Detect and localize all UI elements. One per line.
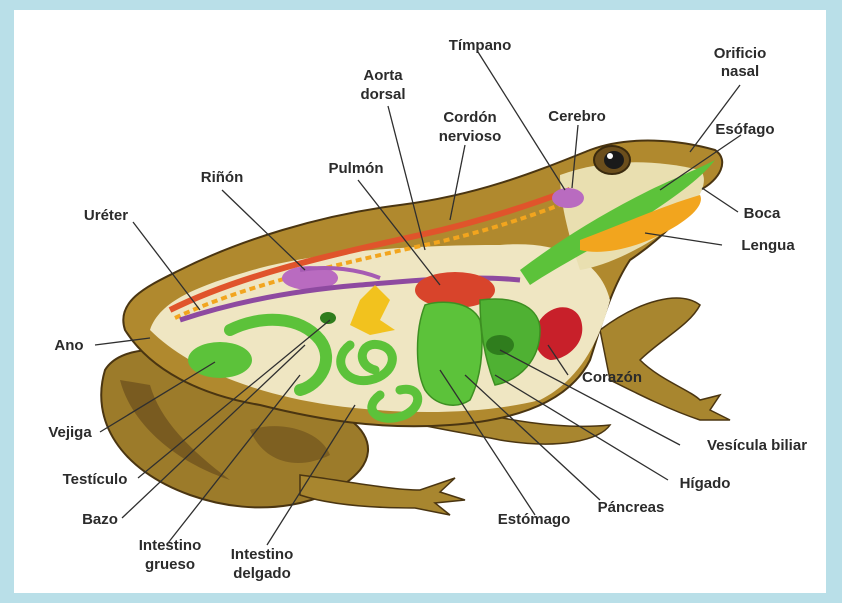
kidney — [282, 266, 338, 290]
hind-leg-spot — [250, 426, 330, 463]
tongue — [580, 195, 701, 252]
label-pancreas: Páncreas — [598, 499, 665, 516]
label-aorta-line2: dorsal — [360, 86, 405, 103]
label-intestino-grueso-line2: grueso — [145, 556, 195, 573]
esophagus — [520, 160, 715, 285]
spleen — [320, 312, 336, 324]
label-higado: Hígado — [680, 475, 731, 492]
label-estomago: Estómago — [498, 511, 571, 528]
label-bazo: Bazo — [82, 511, 118, 528]
label-timpano: Tímpano — [449, 37, 512, 54]
frog-illustration — [100, 139, 731, 516]
gallbladder — [486, 335, 514, 355]
label-intestino-delgado-line1: Intestino — [231, 546, 294, 563]
label-orificio-nasal-line2: nasal — [721, 63, 759, 80]
label-boca: Boca — [744, 205, 781, 222]
heart — [534, 307, 583, 360]
label-orificio-nasal-line1: Orificio — [714, 45, 767, 62]
label-intestino-delgado-line2: delgado — [233, 565, 291, 582]
label-esofago: Esófago — [715, 121, 774, 138]
hind-leg-shading — [120, 380, 230, 480]
hind-foot — [299, 474, 466, 516]
label-vesicula: Vesícula biliar — [707, 437, 807, 454]
label-intestino-grueso-line1: Intestino — [139, 537, 202, 554]
brain — [552, 188, 584, 208]
label-aorta-line1: Aorta — [363, 67, 403, 84]
leader-lines — [94, 51, 742, 546]
label-rinon: Riñón — [201, 169, 244, 186]
label-vejiga: Vejiga — [48, 424, 92, 441]
lung — [415, 272, 495, 308]
label-testiculo: Testículo — [63, 471, 128, 488]
labels: Orificio nasal Tímpano Aorta dorsal Cere… — [48, 37, 807, 582]
label-corazon: Corazón — [582, 369, 642, 386]
testis — [350, 285, 395, 335]
label-cerebro: Cerebro — [548, 108, 606, 125]
label-ureter: Uréter — [84, 207, 128, 224]
dorsal-aorta — [174, 198, 573, 320]
label-cordon-line2: nervioso — [439, 128, 502, 145]
label-cordon-line1: Cordón — [443, 109, 496, 126]
small-intestine — [336, 339, 422, 423]
label-ano: Ano — [54, 337, 83, 354]
label-lengua: Lengua — [741, 237, 795, 254]
stomach — [416, 301, 483, 406]
front-leg — [599, 297, 731, 421]
large-intestine — [224, 313, 332, 396]
label-pulmon: Pulmón — [329, 160, 384, 177]
